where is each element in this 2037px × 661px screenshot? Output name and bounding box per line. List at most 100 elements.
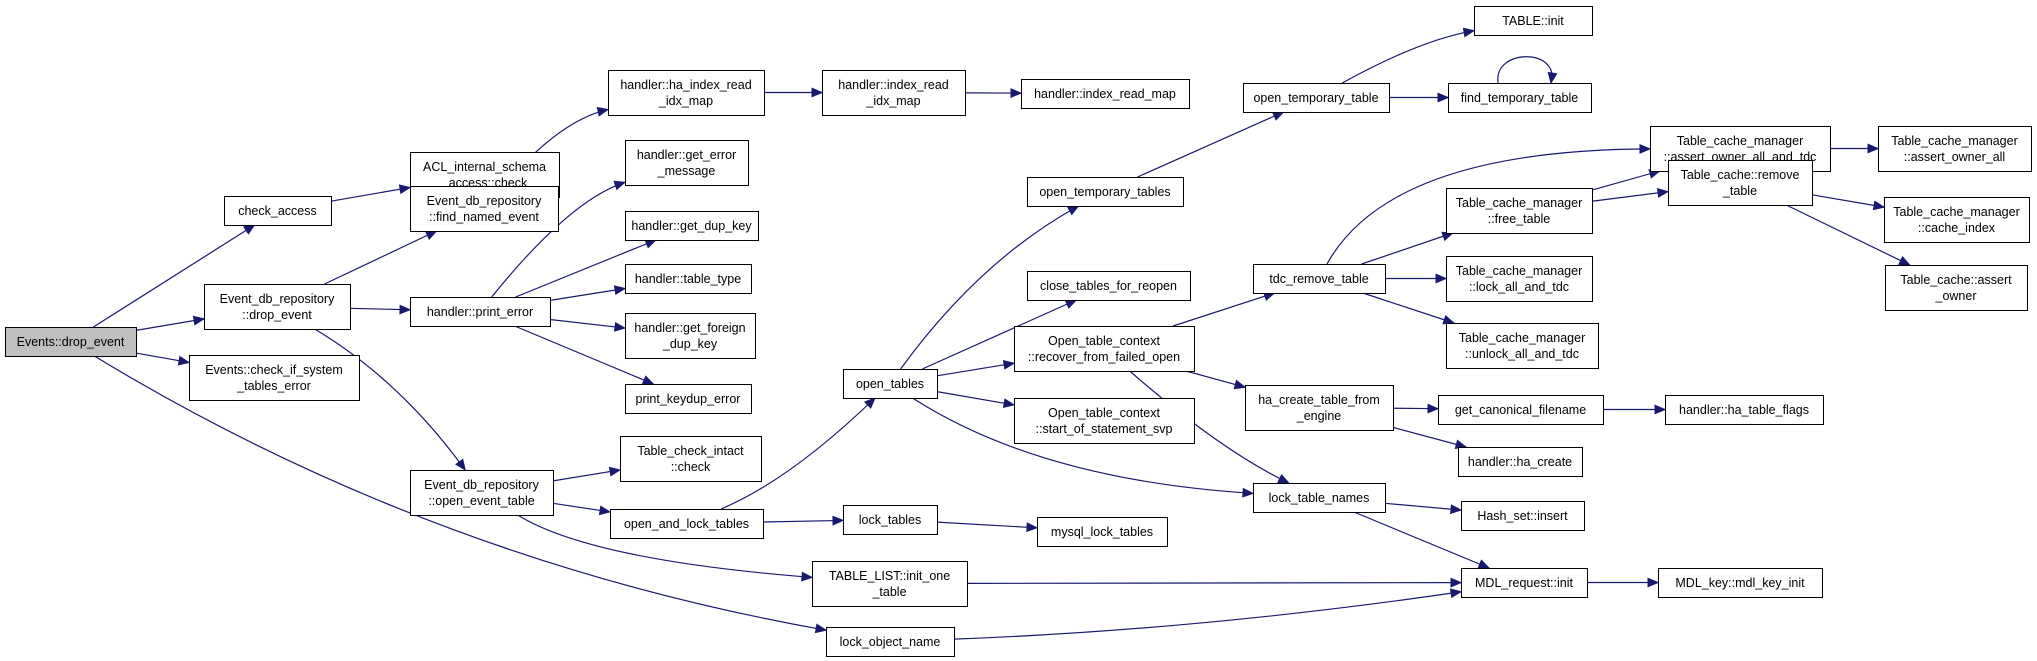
edge-open-tables-to-recover-from-failed-open bbox=[936, 362, 1015, 377]
edge-lock-tables-to-mysql-lock-tables bbox=[936, 521, 1038, 529]
node-open-temporary-tables[interactable]: open_temporary_tables bbox=[1027, 177, 1184, 207]
node-label: handler::index_read bbox=[838, 78, 949, 92]
node-tc-remove-table[interactable]: Table_cache::remove_table bbox=[1668, 160, 1813, 206]
edge-drop-event-to-check-access bbox=[93, 224, 255, 328]
node-mdl-request-init[interactable]: MDL_request::init bbox=[1461, 568, 1588, 598]
edge-tdc-remove-table-to-assert-owner-all-and-tdc bbox=[1326, 148, 1651, 265]
node-tcm-free-table[interactable]: Table_cache_manager::free_table bbox=[1446, 188, 1593, 234]
node-lock-table-names[interactable]: lock_table_names bbox=[1253, 483, 1386, 513]
node-hash-set-insert[interactable]: Hash_set::insert bbox=[1461, 501, 1585, 531]
node-assert-owner-all[interactable]: Table_cache_manager::assert_owner_all bbox=[1878, 126, 2032, 172]
edge-open-tables-to-lock-table-names-arrowhead bbox=[1242, 487, 1255, 498]
node-print-keydup-error[interactable]: print_keydup_error bbox=[625, 384, 752, 414]
edge-recover-from-failed-open-to-lock-table-names-arrowhead bbox=[1277, 473, 1290, 484]
node-label: Event_db_repository bbox=[220, 292, 335, 306]
node-box bbox=[224, 196, 332, 226]
edge-get-canonical-filename-to-ha-table-flags-arrowhead bbox=[1654, 404, 1667, 415]
node-box bbox=[625, 140, 749, 186]
node-index-read-idx-map[interactable]: handler::index_read_idx_map bbox=[822, 70, 966, 116]
edge-index-read-idx-map-to-index-read-map-arrowhead bbox=[1010, 88, 1023, 99]
node-drop-event[interactable]: Events::drop_event bbox=[5, 327, 137, 357]
node-label: Table_cache_manager bbox=[1677, 134, 1803, 148]
node-box bbox=[1668, 160, 1813, 206]
node-label: ACL_internal_schema bbox=[423, 160, 546, 174]
node-label: Table_cache_manager bbox=[1893, 205, 2019, 219]
node-box bbox=[1884, 197, 2030, 243]
node-unlock-all-and-tdc[interactable]: Table_cache_manager::unlock_all_and_tdc bbox=[1446, 323, 1599, 369]
node-index-read-map[interactable]: handler::index_read_map bbox=[1021, 79, 1190, 109]
edge-open-event-table-to-open-and-lock-tables-arrowhead bbox=[598, 505, 612, 516]
edge-open-tables-to-lock-table-names bbox=[912, 397, 1254, 494]
node-close-tables-for-reopen[interactable]: close_tables_for_reopen bbox=[1027, 271, 1191, 301]
node-box bbox=[625, 313, 756, 359]
node-start-of-statement-svp[interactable]: Open_table_context::start_of_statement_s… bbox=[1014, 398, 1195, 444]
node-mdl-key-init[interactable]: MDL_key::mdl_key_init bbox=[1658, 568, 1823, 598]
node-lock-tables[interactable]: lock_tables bbox=[843, 505, 938, 535]
node-ha-index-read-idx-map[interactable]: handler::ha_index_read_idx_map bbox=[608, 70, 765, 116]
node-box bbox=[410, 186, 559, 232]
edge-print-error-to-print-keydup-error bbox=[514, 325, 654, 385]
node-label: Table_cache_manager bbox=[1459, 331, 1585, 345]
node-box bbox=[625, 211, 759, 241]
node-print-error[interactable]: handler::print_error bbox=[410, 297, 551, 327]
node-get-dup-key[interactable]: handler::get_dup_key bbox=[625, 211, 759, 241]
node-init-one-table[interactable]: TABLE_LIST::init_one_table bbox=[812, 561, 968, 607]
node-ha-create-table-from-engine[interactable]: ha_create_table_from_engine bbox=[1245, 385, 1394, 431]
edge-tc-remove-table-to-cache-index bbox=[1811, 194, 1885, 208]
edge-mdl-request-init-to-mdl-key-init-arrowhead bbox=[1647, 577, 1660, 588]
node-open-event-table[interactable]: Event_db_repository::open_event_table bbox=[410, 470, 554, 516]
node-check-if-system[interactable]: Events::check_if_system_tables_error bbox=[189, 355, 360, 401]
edge-lock-table-names-to-mdl-request-init-arrowhead bbox=[1477, 559, 1491, 569]
edge-print-error-to-get-foreign-dup-key bbox=[549, 318, 626, 329]
node-table-check-intact[interactable]: Table_check_intact::check bbox=[620, 436, 762, 482]
node-box bbox=[189, 355, 360, 401]
node-label: _owner bbox=[1935, 289, 1977, 303]
edge-open-tables-to-close-tables-for-reopen bbox=[922, 299, 1077, 370]
node-label: ::find_named_event bbox=[429, 210, 539, 224]
edge-tdc-remove-table-to-assert-owner-all-and-tdc-arrowhead bbox=[1639, 143, 1652, 154]
edge-repo-drop-event-to-find-named-event bbox=[324, 230, 437, 285]
node-lock-all-and-tdc[interactable]: Table_cache_manager::lock_all_and_tdc bbox=[1446, 256, 1593, 302]
node-label: check_access bbox=[238, 204, 317, 218]
node-box bbox=[610, 509, 764, 539]
node-cache-index[interactable]: Table_cache_manager::cache_index bbox=[1884, 197, 2030, 243]
edge-open-tables-to-open-temporary-tables-arrowhead bbox=[1066, 205, 1080, 216]
node-find-named-event[interactable]: Event_db_repository::find_named_event bbox=[410, 186, 559, 232]
node-box bbox=[1014, 398, 1195, 444]
node-open-tables[interactable]: open_tables bbox=[843, 369, 938, 399]
edge-layer bbox=[93, 27, 1911, 640]
node-tdc-remove-table[interactable]: tdc_remove_table bbox=[1253, 264, 1386, 294]
edge-print-error-to-get-dup-key-arrowhead bbox=[644, 239, 658, 249]
edge-open-tables-to-start-of-statement-svp-arrowhead bbox=[1002, 398, 1016, 409]
node-check-access[interactable]: check_access bbox=[224, 196, 332, 226]
node-label: MDL_key::mdl_key_init bbox=[1675, 576, 1805, 590]
node-open-and-lock-tables[interactable]: open_and_lock_tables bbox=[610, 509, 764, 539]
node-recover-from-failed-open[interactable]: Open_table_context::recover_from_failed_… bbox=[1014, 326, 1195, 372]
node-ha-create[interactable]: handler::ha_create bbox=[1458, 447, 1583, 477]
node-repo-drop-event[interactable]: Event_db_repository::drop_event bbox=[204, 284, 351, 330]
node-mysql-lock-tables[interactable]: mysql_lock_tables bbox=[1037, 517, 1168, 547]
node-table-type[interactable]: handler::table_type bbox=[625, 264, 752, 294]
node-get-canonical-filename[interactable]: get_canonical_filename bbox=[1438, 395, 1604, 425]
node-table-init[interactable]: TABLE::init bbox=[1474, 6, 1593, 36]
edge-open-event-table-to-init-one-table bbox=[517, 514, 813, 579]
node-lock-object-name[interactable]: lock_object_name bbox=[826, 627, 955, 657]
node-box bbox=[5, 327, 137, 357]
node-box bbox=[1253, 483, 1386, 513]
edge-tcm-free-table-to-assert-owner-all-and-tdc bbox=[1591, 170, 1660, 191]
node-box bbox=[1461, 501, 1585, 531]
node-get-error-message[interactable]: handler::get_error_message bbox=[625, 140, 749, 186]
node-find-temporary-table[interactable]: find_temporary_table bbox=[1448, 83, 1592, 113]
node-box bbox=[822, 70, 966, 116]
edge-open-and-lock-tables-to-open-tables bbox=[720, 397, 876, 510]
node-get-foreign-dup-key[interactable]: handler::get_foreign_dup_key bbox=[625, 313, 756, 359]
node-ha-table-flags[interactable]: handler::ha_table_flags bbox=[1665, 395, 1824, 425]
edge-open-and-lock-tables-to-lock-tables-arrowhead bbox=[832, 515, 845, 526]
edge-repo-drop-event-to-open-event-table bbox=[314, 328, 466, 471]
edge-init-one-table-to-mdl-request-init bbox=[966, 581, 1462, 584]
node-open-temporary-table[interactable]: open_temporary_table bbox=[1243, 83, 1390, 113]
node-tc-assert-owner[interactable]: Table_cache::assert_owner bbox=[1885, 265, 2028, 311]
node-box bbox=[1014, 326, 1195, 372]
node-label: Hash_set::insert bbox=[1477, 509, 1568, 523]
edge-open-event-table-to-table-check-intact-arrowhead bbox=[608, 466, 622, 477]
